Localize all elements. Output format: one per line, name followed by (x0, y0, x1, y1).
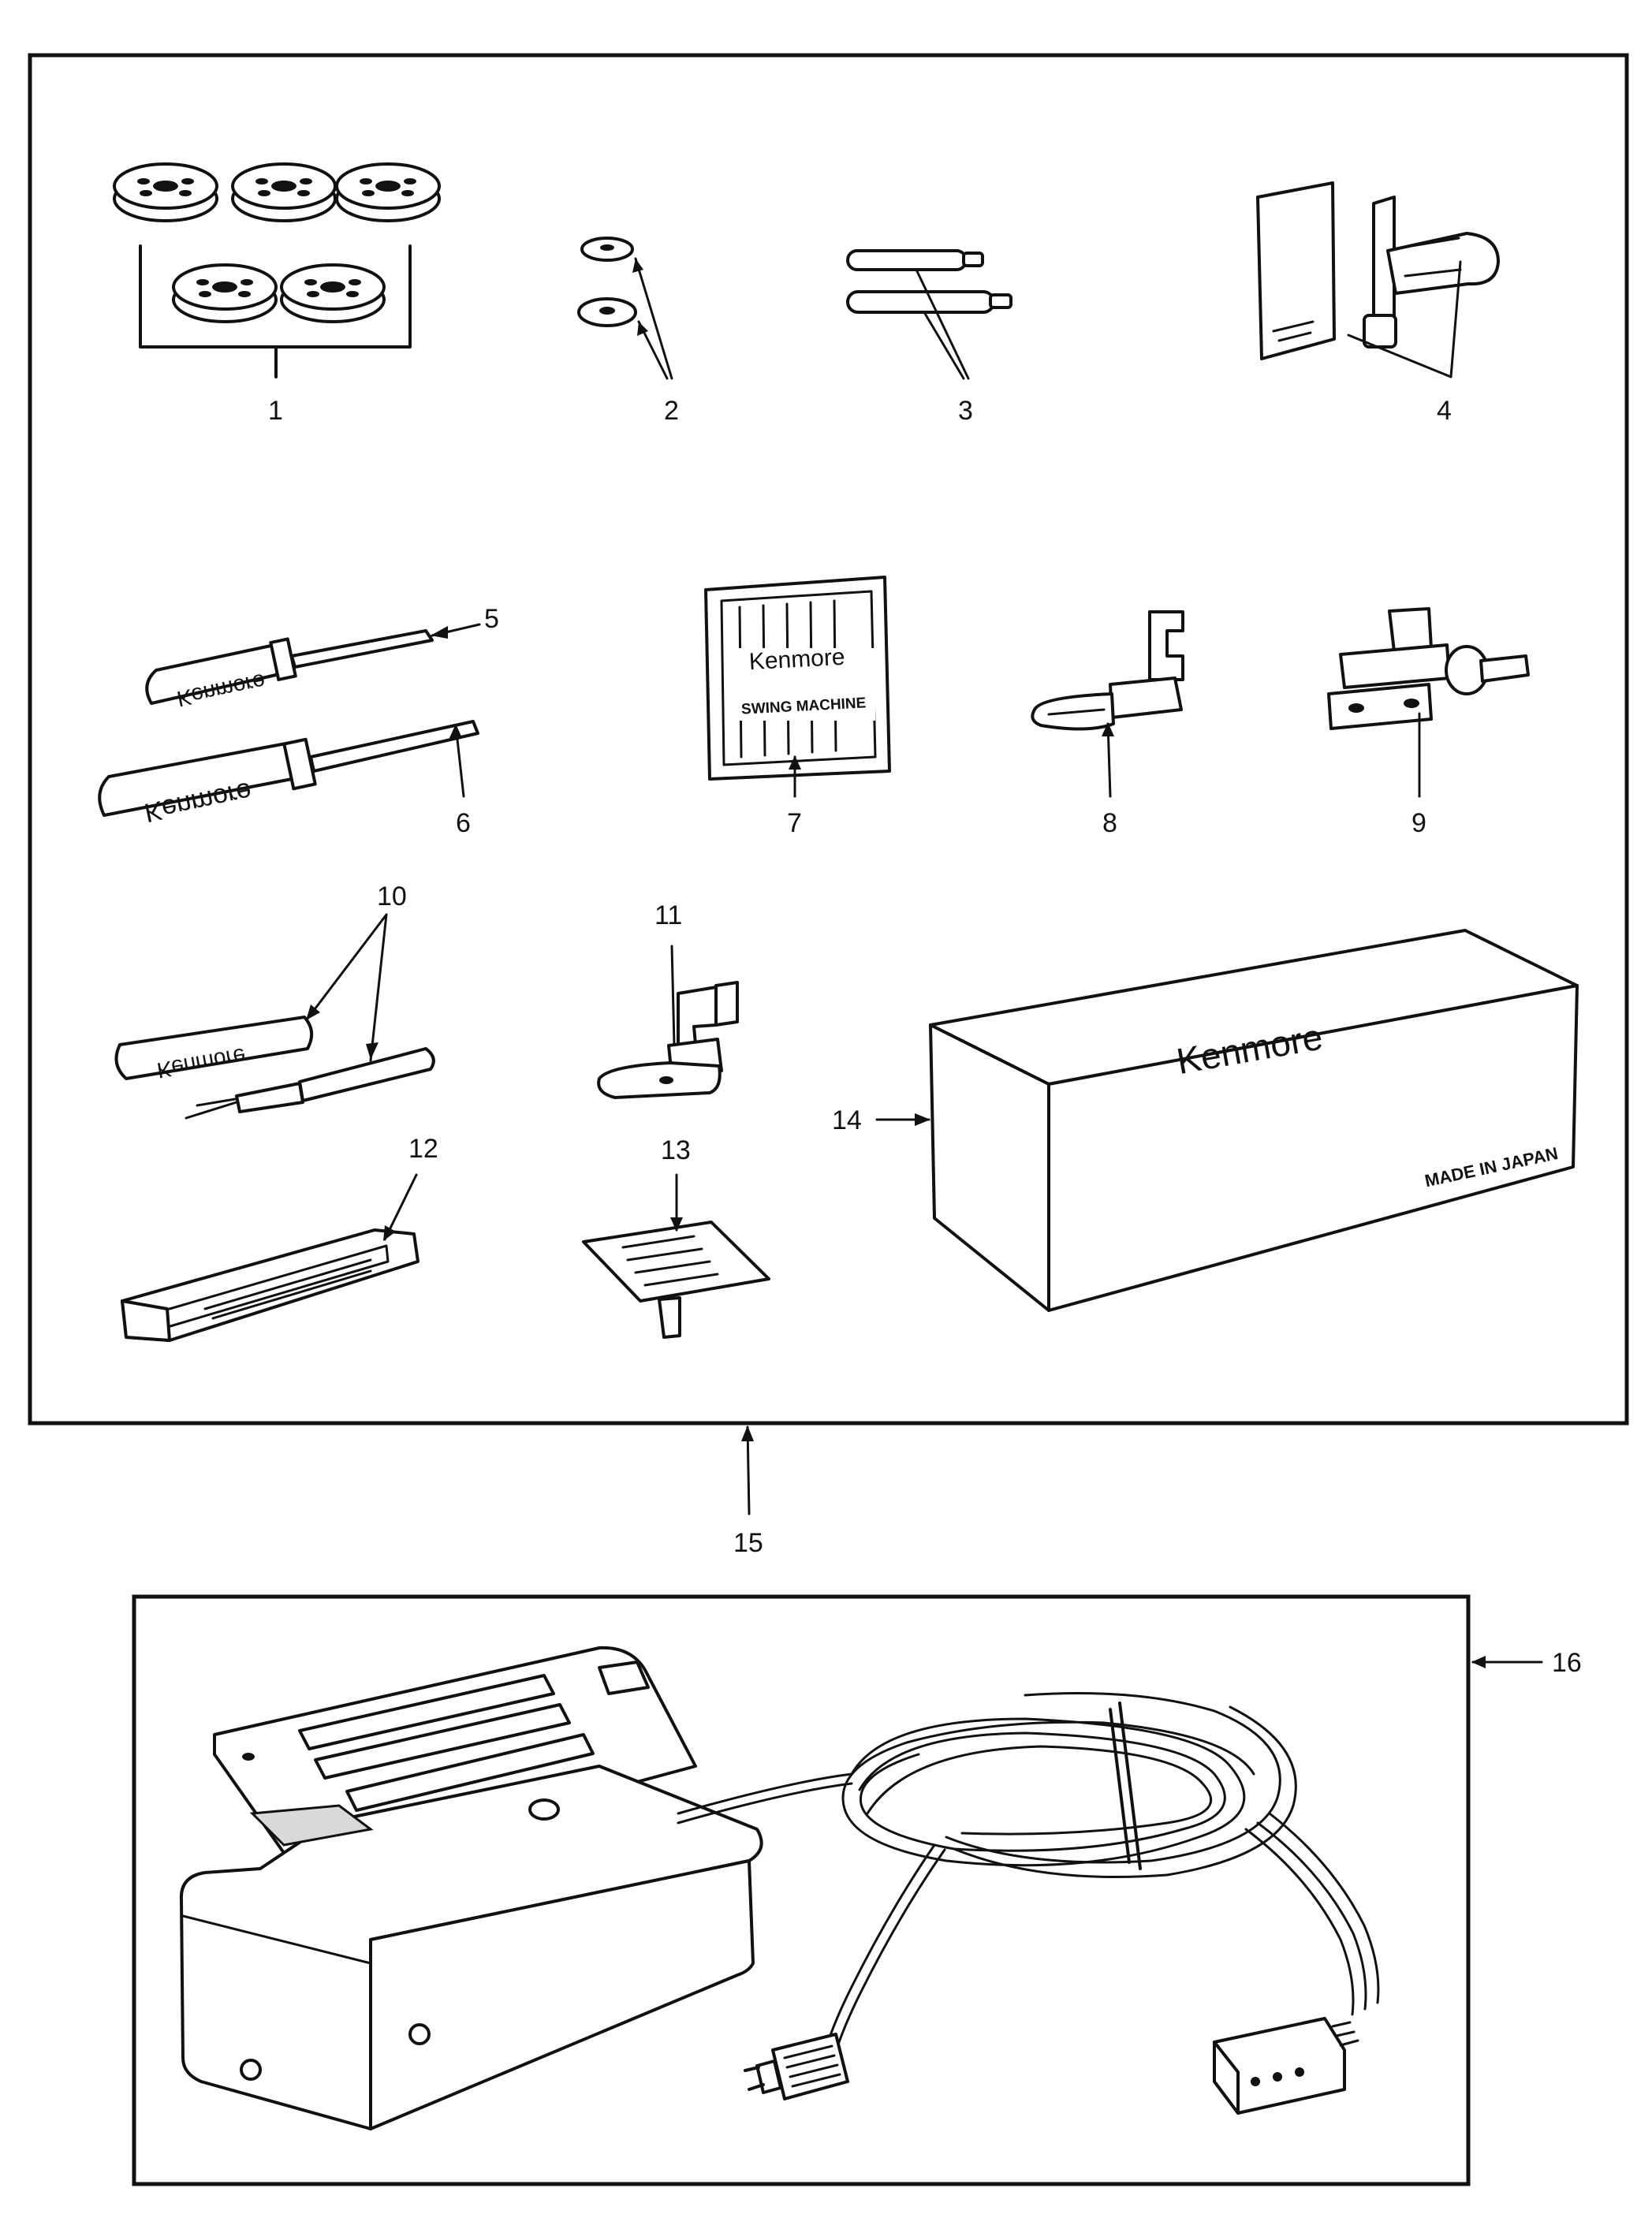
callout-8: 8 (1102, 808, 1117, 838)
buttonhole-attachment-icon (1256, 181, 1500, 360)
zipper-foot-icon (1031, 610, 1184, 731)
callout-15: 15 (733, 1528, 763, 1558)
leader-10 (306, 913, 388, 1062)
leader-2 (634, 257, 673, 380)
callout-10: 10 (377, 882, 407, 911)
foot-controller-frame (132, 1594, 1471, 2186)
callout-14: 14 (832, 1105, 862, 1135)
seam-ripper-icon: Kenmore (114, 1016, 435, 1120)
foot-controller-icon (179, 1646, 763, 2130)
leader-15 (746, 1426, 751, 1515)
washer-icon (577, 237, 637, 327)
callout-12: 12 (408, 1134, 438, 1164)
callout-1: 1 (268, 396, 283, 426)
feed-cover-tray-icon (121, 1228, 420, 1342)
power-cord-icon (677, 1692, 1380, 2048)
darning-plate-icon (582, 1221, 770, 1339)
callout-13: 13 (661, 1135, 691, 1165)
accessory-box-icon: Kenmore MADE IN JAPAN (929, 929, 1579, 1312)
callout-6: 6 (456, 808, 471, 838)
callout-16: 16 (1552, 1648, 1582, 1678)
leader-3 (915, 268, 970, 380)
callout-4: 4 (1437, 396, 1452, 426)
svg-text:Kenmore: Kenmore (748, 644, 845, 675)
screwdriver-small-icon: Kenmore (145, 629, 434, 711)
accessory-group-frame (28, 53, 1629, 1426)
needle-pack-icon: Kenmore SWING MACHINE (704, 576, 891, 781)
bracket-1 (139, 244, 412, 378)
callout-7: 7 (787, 808, 802, 838)
callout-2: 2 (664, 396, 679, 426)
callout-5: 5 (484, 604, 499, 634)
bobbins-icon (113, 162, 441, 323)
callout-11: 11 (654, 900, 682, 930)
screwdriver-large-icon: Kenmore (98, 720, 479, 828)
connector-icon (1213, 2017, 1359, 2115)
button-foot-icon (597, 981, 739, 1099)
plug-icon (744, 2033, 849, 2100)
spool-pin-icon (846, 249, 1012, 314)
callout-9: 9 (1411, 808, 1426, 838)
leader-4 (1347, 260, 1462, 378)
attachment-icon (1327, 607, 1530, 730)
leader-11 (670, 945, 676, 1046)
callout-3: 3 (958, 396, 973, 426)
